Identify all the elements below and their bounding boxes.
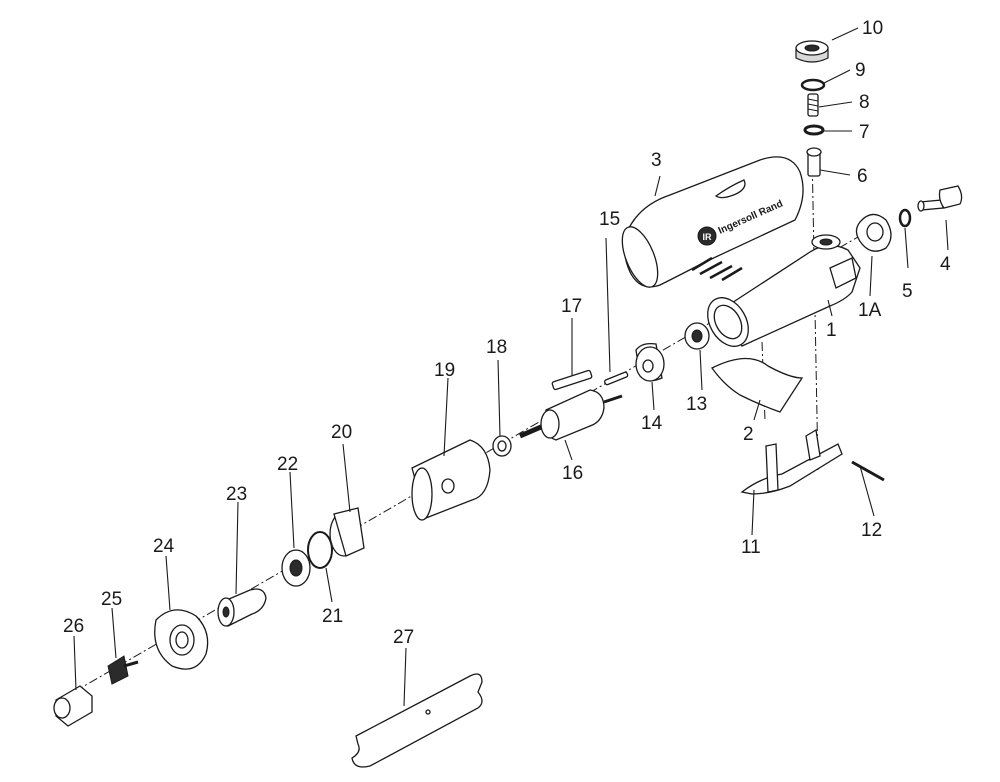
part-5-washer [898,208,912,228]
leader-lines [73,27,949,707]
callout-1a: 1A [858,300,882,321]
callout-5: 5 [902,281,913,302]
part-3-housing-cover: IR Ingersoll Rand [621,156,804,288]
callout-17: 17 [561,296,582,317]
part-7-o-ring [803,124,825,136]
callout-3: 3 [651,150,662,171]
callout-11: 11 [741,537,761,558]
part-10-cap [795,40,829,63]
part-19-cylinder [411,439,491,521]
part-22-bearing [281,549,311,587]
part-2-gasket [711,357,804,413]
callout-4: 4 [940,254,951,275]
callout-21: 21 [322,606,343,627]
callout-10: 10 [862,18,883,39]
part-16-rotor [519,389,623,441]
callout-23: 23 [226,484,247,505]
callout-9: 9 [855,60,866,81]
part-18-bearing [492,435,512,457]
callout-14: 14 [641,413,663,434]
callout-20: 20 [331,422,352,443]
part-1-motor-housing [707,234,861,347]
part-21-snap-ring [307,531,333,569]
part-13-bearing [684,322,710,350]
part-8-spring [807,93,819,117]
brand-logo-text: IR [703,232,713,242]
part-20-ring-nut [329,507,365,557]
callout-26: 26 [63,616,84,637]
callout-1: 1 [826,320,837,341]
part-6-valve [806,147,822,177]
part-24-front-cap [154,609,209,670]
part-27-wrench [351,673,483,768]
callout-19: 19 [434,360,455,381]
callout-13: 13 [686,394,707,415]
callout-12: 12 [861,520,882,541]
callout-numbers: 1 1A 2 3 4 5 6 7 8 9 10 11 12 13 14 15 1… [63,18,951,648]
part-26-collet-nut [53,685,93,727]
part-23-spindle [217,588,267,627]
part-12-pin [851,460,885,482]
callout-8: 8 [859,92,870,113]
part-11-throttle-lever [740,428,843,495]
callout-22: 22 [277,454,298,475]
part-14-end-plate [635,342,665,382]
brand-logo-circle [697,226,717,246]
part-17-vane [551,369,593,391]
callout-2: 2 [743,424,754,445]
part-9-o-ring [800,78,826,92]
callout-7: 7 [859,122,870,143]
callout-24: 24 [153,536,175,557]
callout-25: 25 [101,589,122,610]
callout-15: 15 [599,209,620,230]
callout-6: 6 [857,166,868,187]
part-25-collet [107,655,139,685]
callout-16: 16 [562,463,583,484]
callout-27: 27 [393,627,414,648]
part-15-pin [604,371,629,386]
part-1a-plate [855,213,892,252]
part-4-inlet-bushing [917,185,963,212]
callout-18: 18 [486,337,507,358]
